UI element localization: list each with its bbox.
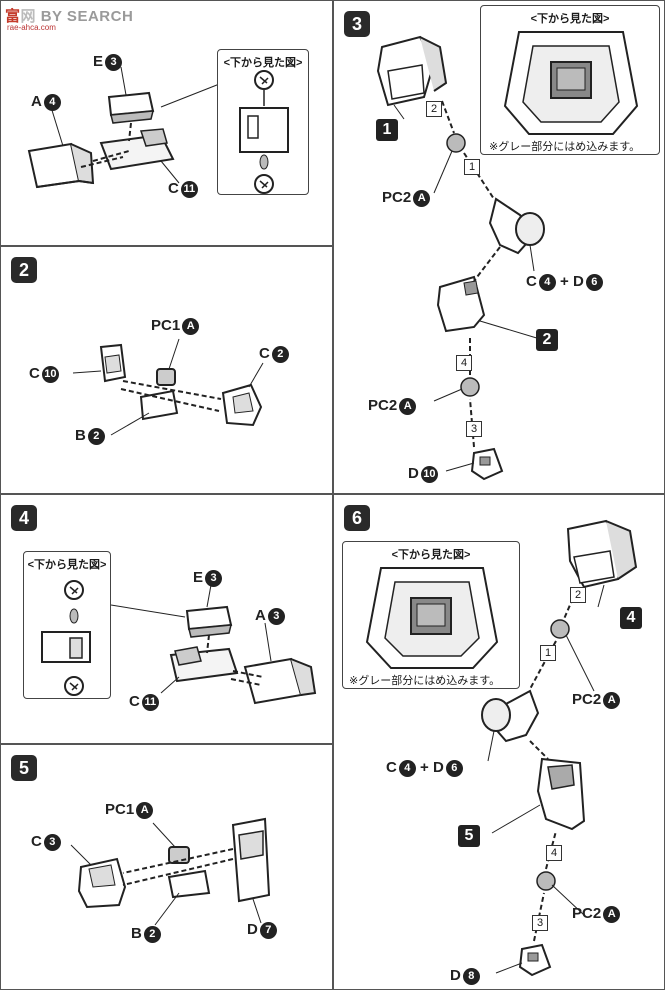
sequence-marker: 4	[456, 355, 472, 371]
step-2-number: 2	[11, 257, 37, 283]
step-5-drawing	[70, 817, 271, 926]
bottom-view-inset: <下から見た図> ※グレー部分にはめ込みます。	[342, 541, 520, 689]
inset-drawing	[365, 567, 499, 669]
sequence-marker: 2	[426, 101, 442, 117]
inset-title: <下から見た図>	[391, 549, 471, 561]
subassembly-5-box: 5	[458, 825, 480, 847]
watermark-header: 富网 BY SEARCH	[5, 8, 134, 25]
step-6-panel: 6 <下から見た図> ※グレー部分にはめ込みます。	[333, 494, 665, 990]
inset-title: <下から見た図>	[27, 559, 107, 571]
sequence-marker: 4	[546, 845, 562, 861]
bottom-view-inset: <下から見た図>	[217, 49, 309, 195]
watermark-url: rae-ahca.com	[7, 23, 56, 32]
subassembly-1-box: 1	[376, 119, 398, 141]
watermark-logo: 富	[5, 8, 21, 25]
sequence-marker: 1	[540, 645, 556, 661]
inset-drawing	[503, 31, 639, 135]
bottom-view-inset: <下から見た図>	[23, 551, 111, 699]
step-3-number: 3	[344, 11, 370, 37]
inset-drawing	[239, 70, 289, 194]
step-1-drawing	[27, 66, 228, 189]
step-6-number: 6	[344, 505, 370, 531]
step-3-panel: 3 <下から見た図> ※グレー部分にはめ込みます。	[333, 0, 665, 494]
step-4-drawing	[110, 584, 317, 705]
inset-note: ※グレー部分にはめ込みます。	[349, 675, 501, 687]
inset-title: <下から見た図>	[223, 57, 303, 69]
sequence-marker: 2	[570, 587, 586, 603]
step-3-drawing	[376, 35, 545, 481]
inset-drawing	[41, 580, 91, 696]
watermark-title: BY SEARCH	[40, 8, 134, 25]
inset-title: <下から見た図>	[530, 13, 610, 25]
sequence-marker: 3	[466, 421, 482, 437]
sequence-marker: 1	[464, 159, 480, 175]
subassembly-2-box: 2	[536, 329, 558, 351]
step-4-number: 4	[11, 505, 37, 531]
step-5-number: 5	[11, 755, 37, 781]
step-2-drawing	[72, 338, 264, 436]
bottom-view-inset: <下から見た図> ※グレー部分にはめ込みます。	[480, 5, 660, 155]
subassembly-4-box: 4	[620, 607, 642, 629]
sequence-marker: 3	[532, 915, 548, 931]
inset-note: ※グレー部分にはめ込みます。	[489, 141, 641, 153]
step-4-panel: 4 <下から見た図>	[0, 494, 333, 744]
